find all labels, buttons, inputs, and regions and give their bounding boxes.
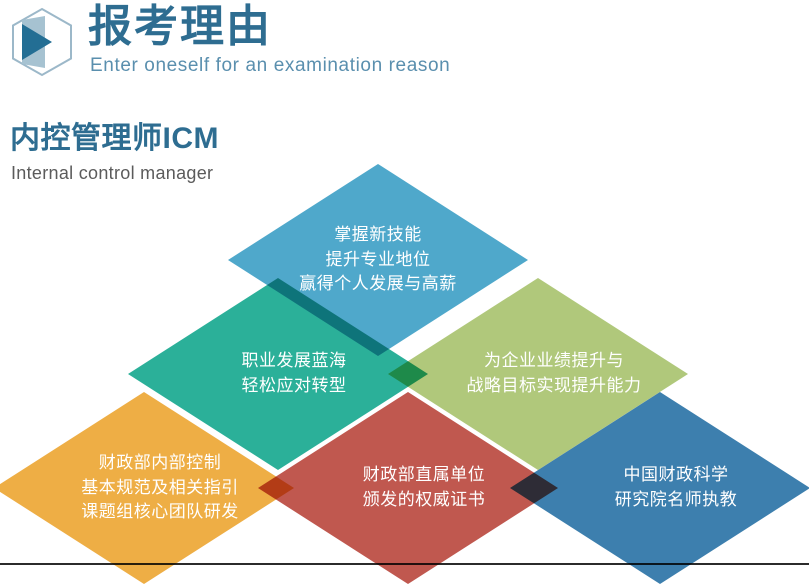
page-header: 报考理由 Enter oneself for an examination re…	[0, 0, 809, 95]
section-title-en: Internal control manager	[11, 163, 214, 183]
diamond-card-mid-right-label: 为企业业绩提升与 战略目标实现提升能力	[466, 351, 642, 395]
section-heading: 内控管理师ICM Internal control manager	[10, 113, 219, 184]
reasons-diamond-cluster: 掌握新技能 提升专业地位 赢得个人发展与高薪 职业发展蓝海 轻松应对转型 为企业…	[0, 164, 809, 584]
page-title: 报考理由	[88, 2, 272, 51]
diamond-card-bottom-right-label: 中国财政科学 研究院名师执教	[614, 465, 738, 509]
page-subtitle: Enter oneself for an examination reason	[90, 54, 451, 76]
diamond-card-mid-left-label: 职业发展蓝海 轻松应对转型	[241, 351, 347, 395]
section-title-cn: 内控管理师ICM	[10, 122, 219, 155]
hexagon-play-logo-icon	[8, 6, 76, 78]
diamond-card-bottom-mid-label: 财政部直属单位 颁发的权威证书	[362, 465, 486, 509]
diamond-card-bottom-left-label: 财政部内部控制 基本规范及相关指引 课题组核心团队研发	[81, 453, 239, 522]
header-title-block: 报考理由 Enter oneself for an examination re…	[88, 2, 450, 77]
diamond-card-top-label: 掌握新技能 提升专业地位 赢得个人发展与高薪	[299, 225, 457, 294]
